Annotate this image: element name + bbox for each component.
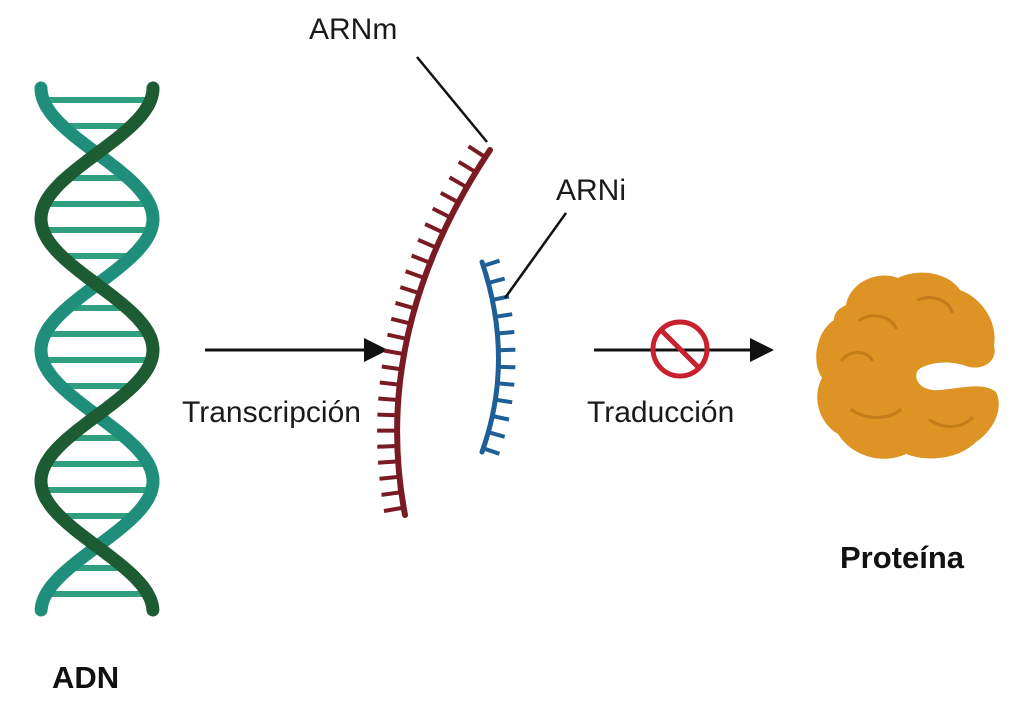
- protein-shading: [840, 351, 874, 362]
- mrna-base: [377, 459, 399, 465]
- mrna-backbone: [394, 147, 493, 518]
- translation-label: Traducción: [587, 396, 735, 429]
- mrna-base: [431, 206, 452, 220]
- mrna-base: [399, 285, 420, 296]
- protein-label: Proteína: [840, 540, 965, 575]
- dna-double-helix-icon: [34, 81, 160, 617]
- protein-shading: [916, 296, 954, 314]
- dna-strand-dark: [34, 81, 160, 617]
- rnai-label: ARNi: [556, 174, 627, 207]
- mrna-base: [384, 348, 405, 357]
- rnai-backbone: [479, 259, 501, 455]
- mrna-base: [439, 191, 460, 205]
- mrna-base: [457, 160, 477, 174]
- mrna-base: [424, 222, 445, 235]
- rnai-base: [498, 347, 516, 353]
- rnai-base: [497, 330, 515, 336]
- dna-label: ADN: [52, 660, 120, 695]
- mrna-base: [394, 300, 416, 311]
- prohibited-icon: [650, 319, 710, 379]
- mrna-base: [377, 412, 398, 418]
- mrna-base: [390, 316, 412, 326]
- rnai-base: [498, 364, 516, 370]
- rnai-leader-line: [503, 212, 568, 299]
- rnai-base: [497, 381, 515, 387]
- rnai-base: [482, 446, 501, 456]
- mrna-base: [379, 380, 400, 387]
- mrna-base: [410, 253, 431, 265]
- mrna-base: [381, 490, 402, 497]
- protein-shading: [850, 408, 902, 419]
- protein-shading: [928, 416, 974, 428]
- transcription-label: Transcripción: [182, 396, 361, 429]
- mrna-strand-icon: [377, 144, 493, 518]
- mrna-base: [379, 474, 400, 481]
- mrna-base: [387, 332, 408, 341]
- mrna-bases: [377, 144, 487, 513]
- rnai-base: [487, 430, 506, 439]
- mrna-base: [383, 505, 405, 513]
- mrna-label: ARNm: [309, 13, 398, 46]
- rnai-base: [482, 258, 501, 268]
- mrna-base: [467, 144, 487, 159]
- mrna-base: [417, 237, 438, 250]
- transcription-arrow: [205, 338, 388, 362]
- rnai-base: [491, 414, 510, 422]
- mrna-base: [381, 364, 402, 372]
- rnai-base: [495, 397, 513, 405]
- mrna-base: [378, 396, 399, 402]
- mrna-base: [404, 269, 426, 280]
- mrna-base: [448, 175, 468, 190]
- rnai-base: [495, 312, 513, 319]
- translation-arrow: [594, 338, 774, 362]
- protein-body: [816, 272, 999, 459]
- dna-strand-light: [34, 81, 160, 617]
- mrna-base: [377, 444, 398, 449]
- mrna-leader-line: [416, 56, 488, 143]
- protein-shading: [858, 314, 898, 330]
- rnai-base: [487, 276, 506, 285]
- protein-blob-icon: [816, 272, 999, 459]
